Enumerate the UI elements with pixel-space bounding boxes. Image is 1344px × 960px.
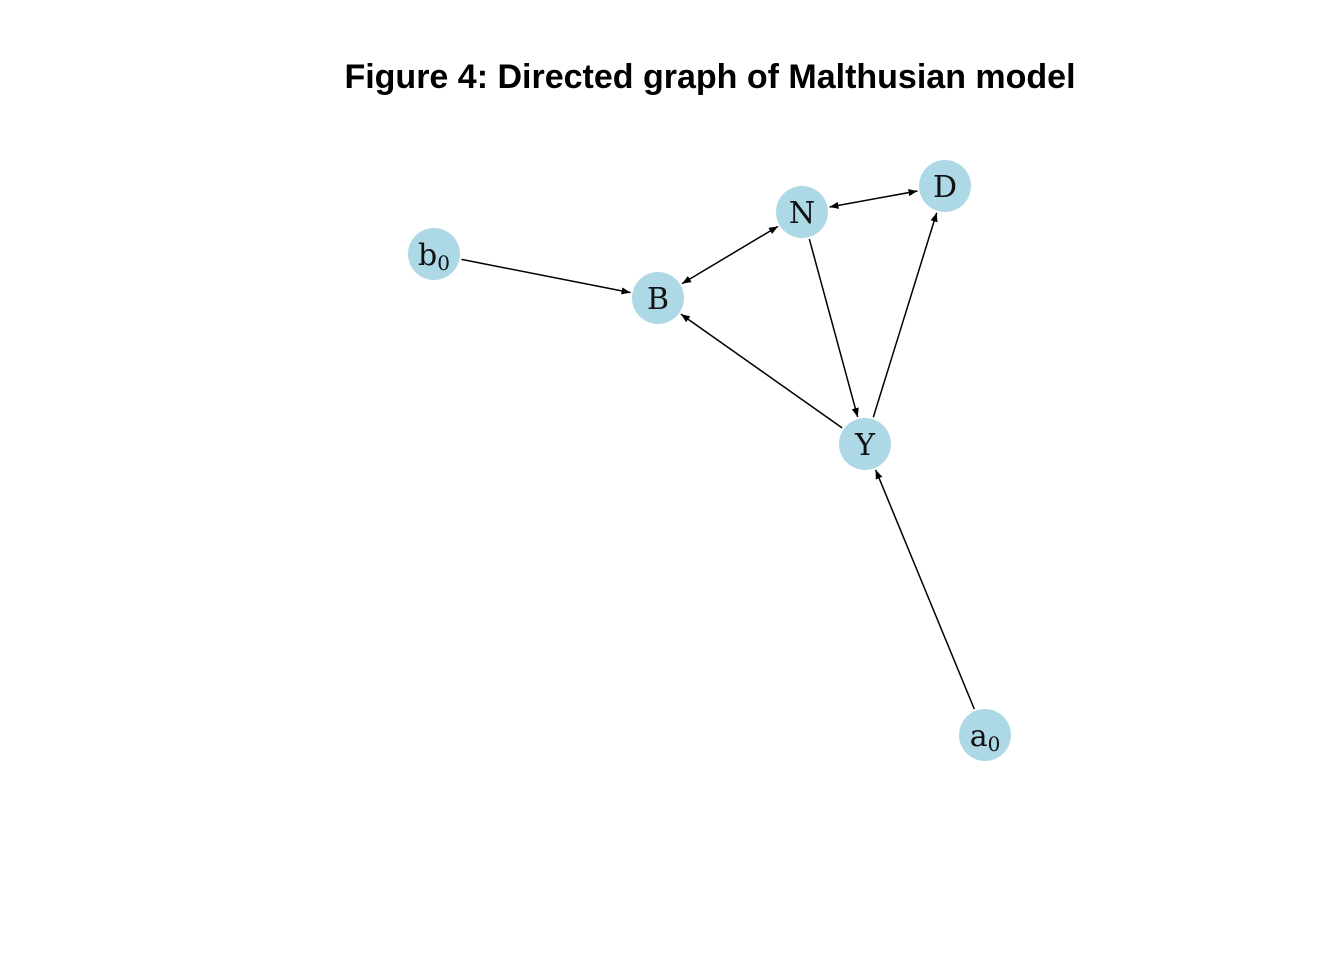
nodes-layer: b0B N D Ya0 — [408, 160, 1011, 761]
node-a0: a0 — [959, 709, 1011, 761]
node-B: B — [632, 272, 684, 324]
node-D: D — [919, 160, 971, 212]
figure-title: Figure 4: Directed graph of Malthusian m… — [344, 58, 1076, 96]
edge-Y-B — [680, 313, 843, 429]
node-label-a0: a0 — [970, 719, 1001, 756]
edge-N-B — [681, 225, 779, 285]
node-circle-b0 — [408, 228, 460, 280]
node-Y: Y — [839, 418, 891, 470]
node-circle-a0 — [959, 709, 1011, 761]
node-label-b0: b0 — [418, 238, 450, 275]
edge-b0-B — [461, 258, 631, 295]
edge-Y-D — [872, 212, 938, 418]
node-N: N — [776, 186, 828, 238]
node-circle-B — [632, 272, 684, 324]
node-label-B: B — [647, 282, 669, 317]
node-circle-Y — [839, 418, 891, 470]
node-circle-N — [776, 186, 828, 238]
node-label-D: D — [933, 170, 957, 205]
edge-a0-Y — [874, 469, 976, 710]
node-label-Y: Y — [854, 428, 876, 463]
edges-layer — [461, 189, 976, 710]
node-label-N: N — [789, 196, 815, 231]
edge-N-Y — [808, 238, 859, 418]
edge-N-D — [829, 189, 918, 209]
node-b0: b0 — [408, 228, 460, 280]
node-circle-D — [919, 160, 971, 212]
